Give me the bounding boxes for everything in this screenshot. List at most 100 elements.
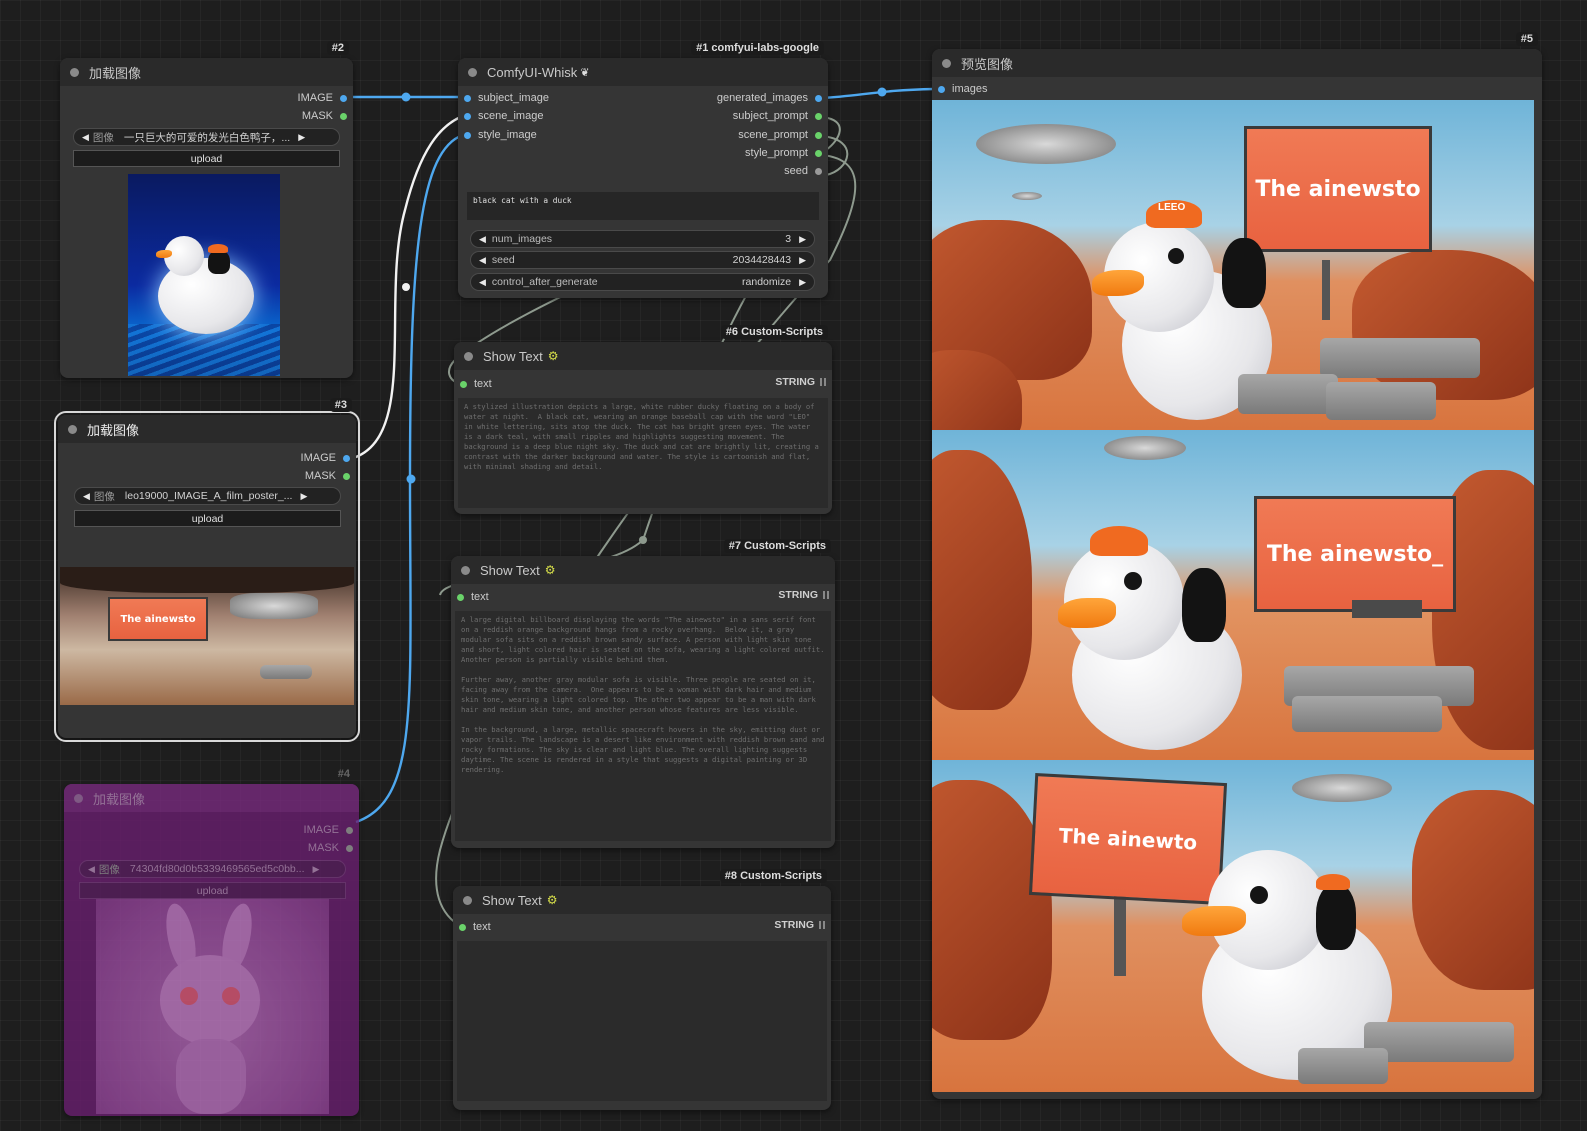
int-socket[interactable]	[815, 167, 822, 175]
output-mask[interactable]: MASK	[305, 468, 350, 484]
image-preview-bunny	[96, 899, 329, 1114]
node-title-bar[interactable]: ComfyUI-Whisk ❦	[458, 58, 828, 86]
output-label: STRING	[778, 589, 818, 601]
arrow-right-icon[interactable]: ▶	[312, 863, 320, 874]
preview-image-3[interactable]: The ainewto	[932, 760, 1534, 1092]
output-label: style_prompt	[745, 147, 808, 159]
arrow-right-icon[interactable]: ▶	[300, 490, 308, 501]
upload-button[interactable]: upload	[79, 882, 346, 899]
string-socket[interactable]	[815, 131, 822, 139]
output-image[interactable]: IMAGE	[304, 822, 353, 838]
upload-button[interactable]: upload	[73, 150, 340, 167]
collapse-dot-icon[interactable]	[461, 565, 470, 575]
output-subject-prompt[interactable]: subject_prompt	[733, 108, 822, 124]
output-style-prompt[interactable]: style_prompt	[745, 145, 822, 161]
arrow-left-icon[interactable]: ◀	[479, 233, 486, 244]
input-subject-image[interactable]: subject_image	[464, 90, 549, 106]
output-scene-prompt[interactable]: scene_prompt	[738, 127, 822, 143]
arrow-right-icon[interactable]: ▶	[799, 233, 806, 244]
arrow-right-icon[interactable]: ▶	[298, 131, 306, 142]
collapse-dot-icon[interactable]	[68, 424, 77, 434]
show-text-area[interactable]	[457, 941, 827, 1101]
string-socket[interactable]	[815, 112, 822, 120]
control-after-generate-widget[interactable]: ◀ control_after_generate randomize ▶	[470, 273, 815, 291]
arrow-left-icon[interactable]: ◀	[88, 863, 95, 874]
string-socket[interactable]	[460, 380, 467, 388]
image-preview-duck	[128, 174, 280, 376]
arrow-left-icon[interactable]: ◀	[82, 131, 89, 142]
input-text[interactable]: text	[457, 589, 489, 605]
image-combo[interactable]: ◀ 图像 一只巨大的可爱的发光白色鸭子，... ▶	[73, 128, 340, 146]
load-image-node-3[interactable]: #3 加载图像 IMAGE MASK ◀ 图像 leo19000_IMAGE_A…	[54, 398, 360, 742]
node-title-bar[interactable]: 加载图像	[60, 58, 353, 86]
input-text[interactable]: text	[459, 919, 491, 935]
arrow-left-icon[interactable]: ◀	[479, 276, 486, 287]
preview-image-node-5[interactable]: #5 预览图像 images The ainewsto LEEO The ain…	[932, 32, 1542, 1099]
preview-image-2[interactable]: The ainewsto_	[932, 430, 1534, 760]
output-string[interactable]: STRING	[774, 919, 825, 931]
string-socket[interactable]	[457, 593, 464, 601]
collapse-dot-icon[interactable]	[464, 351, 473, 361]
mask-socket[interactable]	[343, 472, 350, 480]
image-socket[interactable]	[340, 94, 347, 102]
image-socket[interactable]	[938, 85, 945, 93]
seed-widget[interactable]: ◀ seed 2034428443 ▶	[470, 251, 815, 269]
show-text-node-7[interactable]: #7 Custom-Scripts Show Text ⚙ text STRIN…	[451, 539, 835, 848]
combo-value: leo19000_IMAGE_A_film_poster_...	[124, 490, 293, 502]
collapse-dot-icon[interactable]	[468, 67, 477, 77]
show-text-node-8[interactable]: #8 Custom-Scripts Show Text ⚙ text STRIN…	[453, 869, 831, 1110]
output-mask[interactable]: MASK	[302, 108, 347, 124]
arrow-left-icon[interactable]: ◀	[479, 254, 486, 265]
output-seed[interactable]: seed	[784, 163, 822, 179]
arrow-right-icon[interactable]: ▶	[799, 276, 806, 287]
image-socket[interactable]	[343, 454, 350, 462]
load-image-node-2[interactable]: #2 加载图像 IMAGE MASK ◀ 图像 一只巨大的可爱的发光白色鸭子，.…	[60, 41, 353, 378]
image-socket[interactable]	[464, 131, 471, 139]
output-image[interactable]: IMAGE	[298, 90, 347, 106]
image-socket[interactable]	[464, 112, 471, 120]
node-title-bar[interactable]: 预览图像	[932, 49, 1542, 77]
collapse-dot-icon[interactable]	[463, 895, 472, 905]
node-title-bar[interactable]: Show Text ⚙	[454, 342, 832, 370]
collapse-dot-icon[interactable]	[942, 58, 951, 68]
output-mask[interactable]: MASK	[308, 840, 353, 856]
output-image[interactable]: IMAGE	[301, 450, 350, 466]
upload-button[interactable]: upload	[74, 510, 341, 527]
input-text[interactable]: text	[460, 376, 492, 392]
output-label: MASK	[307, 842, 339, 854]
input-style-image[interactable]: style_image	[464, 127, 537, 143]
string-socket[interactable]	[459, 923, 466, 931]
collapse-dot-icon[interactable]	[74, 793, 83, 803]
billboard-3: The ainewto	[1028, 773, 1228, 905]
prompt-textarea[interactable]: black cat with a duck	[467, 192, 819, 220]
node-title-bar[interactable]: 加载图像	[64, 784, 359, 812]
image-combo[interactable]: ◀ 图像 leo19000_IMAGE_A_film_poster_... ▶	[74, 487, 341, 505]
node-id-badge: #2	[326, 41, 349, 55]
whisk-node-1[interactable]: #1 comfyui-labs-google ComfyUI-Whisk ❦ s…	[458, 41, 828, 298]
mask-socket[interactable]	[340, 112, 347, 120]
image-socket[interactable]	[346, 826, 353, 834]
image-combo[interactable]: ◀ 图像 74304fd80d0b5339469565ed5c0bb... ▶	[79, 860, 346, 878]
collapse-dot-icon[interactable]	[70, 67, 79, 77]
input-images[interactable]: images	[938, 81, 987, 97]
output-generated-images[interactable]: generated_images	[717, 90, 822, 106]
input-scene-image[interactable]: scene_image	[464, 108, 543, 124]
image-socket[interactable]	[464, 94, 471, 102]
string-socket[interactable]	[815, 149, 822, 157]
arrow-left-icon[interactable]: ◀	[83, 490, 90, 501]
mask-socket[interactable]	[346, 844, 353, 852]
load-image-node-4[interactable]: #4 加载图像 IMAGE MASK ◀ 图像 74304fd80d0b5339…	[64, 768, 359, 1116]
show-text-node-6[interactable]: #6 Custom-Scripts Show Text ⚙ text STRIN…	[454, 325, 832, 514]
node-title-bar[interactable]: 加载图像	[58, 415, 356, 443]
show-text-area[interactable]: A large digital billboard displaying the…	[455, 611, 831, 841]
node-title-bar[interactable]: Show Text ⚙	[451, 556, 835, 584]
preview-image-1[interactable]: The ainewsto LEEO	[932, 100, 1534, 430]
node-title-bar[interactable]: Show Text ⚙	[453, 886, 831, 914]
python-icon: ⚙	[546, 893, 558, 907]
arrow-right-icon[interactable]: ▶	[799, 254, 806, 265]
output-string[interactable]: STRING	[775, 376, 826, 388]
show-text-area[interactable]: A stylized illustration depicts a large,…	[458, 398, 828, 508]
num-images-widget[interactable]: ◀ num_images 3 ▶	[470, 230, 815, 248]
output-string[interactable]: STRING	[778, 589, 829, 601]
image-socket[interactable]	[815, 94, 822, 102]
